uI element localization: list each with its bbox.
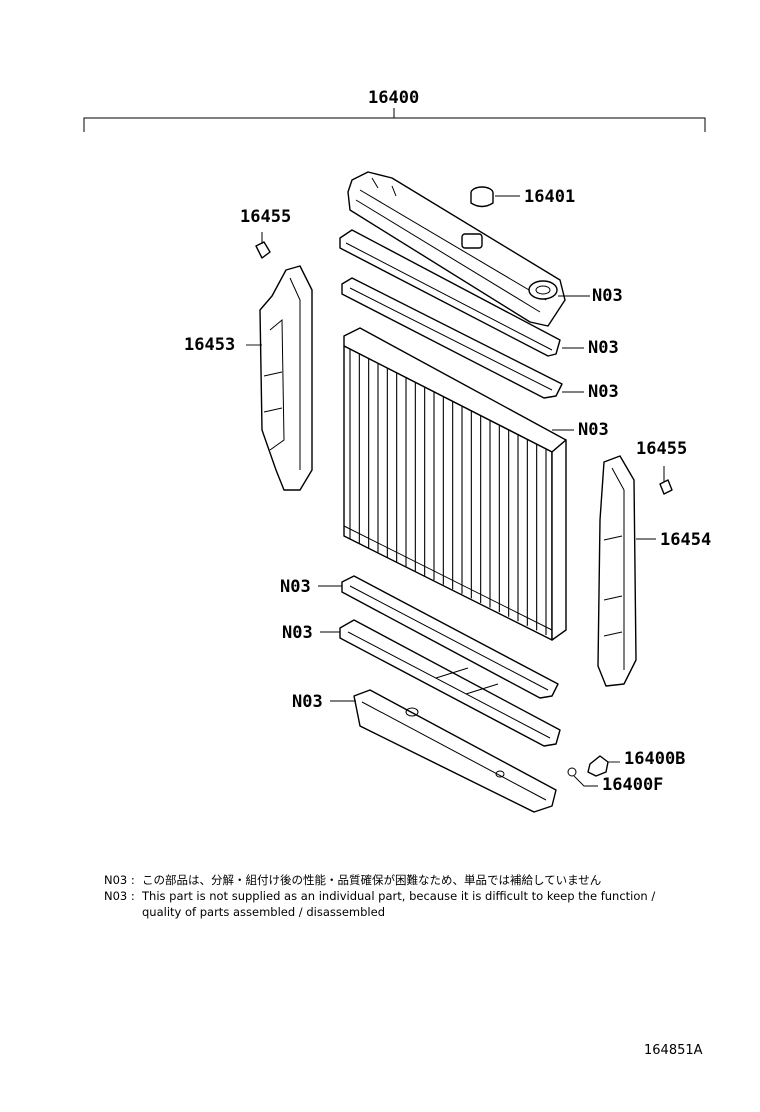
callout-n03-lower-tank: N03 (292, 692, 323, 712)
left-side-bracket (246, 265, 313, 491)
lower-tank (330, 689, 557, 813)
o-ring (567, 767, 598, 787)
callout-n03-core: N03 (578, 420, 609, 440)
radiator-cap (470, 186, 520, 208)
right-screw (659, 466, 673, 495)
upper-tank (347, 171, 566, 327)
callout-16401: 16401 (524, 187, 575, 207)
callout-n03-lower-gasket: N03 (280, 577, 311, 597)
note-code: N03 : (104, 889, 135, 903)
note-english: N03 : This part is not supplied as an in… (104, 888, 724, 904)
note-text: この部品は、分解・組付け後の性能・品質確保が困難なため、単品では補給していません (142, 873, 602, 887)
assembly-bracket (83, 108, 706, 132)
left-screw (255, 232, 271, 259)
drain-cock (587, 755, 620, 777)
callout-16400: 16400 (368, 88, 419, 108)
notes-block: N03 : この部品は、分解・組付け後の性能・品質確保が困難なため、単品では補給… (104, 872, 724, 920)
callout-16400B: 16400B (624, 749, 685, 769)
callout-16454: 16454 (660, 530, 711, 550)
note-code: N03 : (104, 873, 135, 887)
lower-gasket (318, 575, 559, 699)
note-english-continuation: quality of parts assembled / disassemble… (142, 905, 385, 919)
callout-16455-left: 16455 (240, 207, 291, 227)
callout-n03-upper-gasket: N03 (588, 382, 619, 402)
callout-16453: 16453 (184, 335, 235, 355)
core-tubes (349, 349, 547, 635)
callout-n03-upper-seal-plate: N03 (588, 338, 619, 358)
upper-gasket (341, 277, 584, 399)
diagram-id: 164851A (644, 1043, 703, 1058)
upper-seal-plate (339, 229, 584, 357)
note-japanese: N03 : この部品は、分解・組付け後の性能・品質確保が困難なため、単品では補給… (104, 872, 724, 888)
callout-16400F: 16400F (602, 775, 663, 795)
callout-16455-right: 16455 (636, 439, 687, 459)
callout-n03-lower-seal-plate: N03 (282, 623, 313, 643)
radiator-core (343, 327, 574, 641)
lower-seal-plate (320, 619, 561, 747)
note-text: This part is not supplied as an individu… (142, 889, 656, 903)
callout-n03-upper-tank: N03 (592, 286, 623, 306)
right-side-bracket (597, 455, 656, 687)
